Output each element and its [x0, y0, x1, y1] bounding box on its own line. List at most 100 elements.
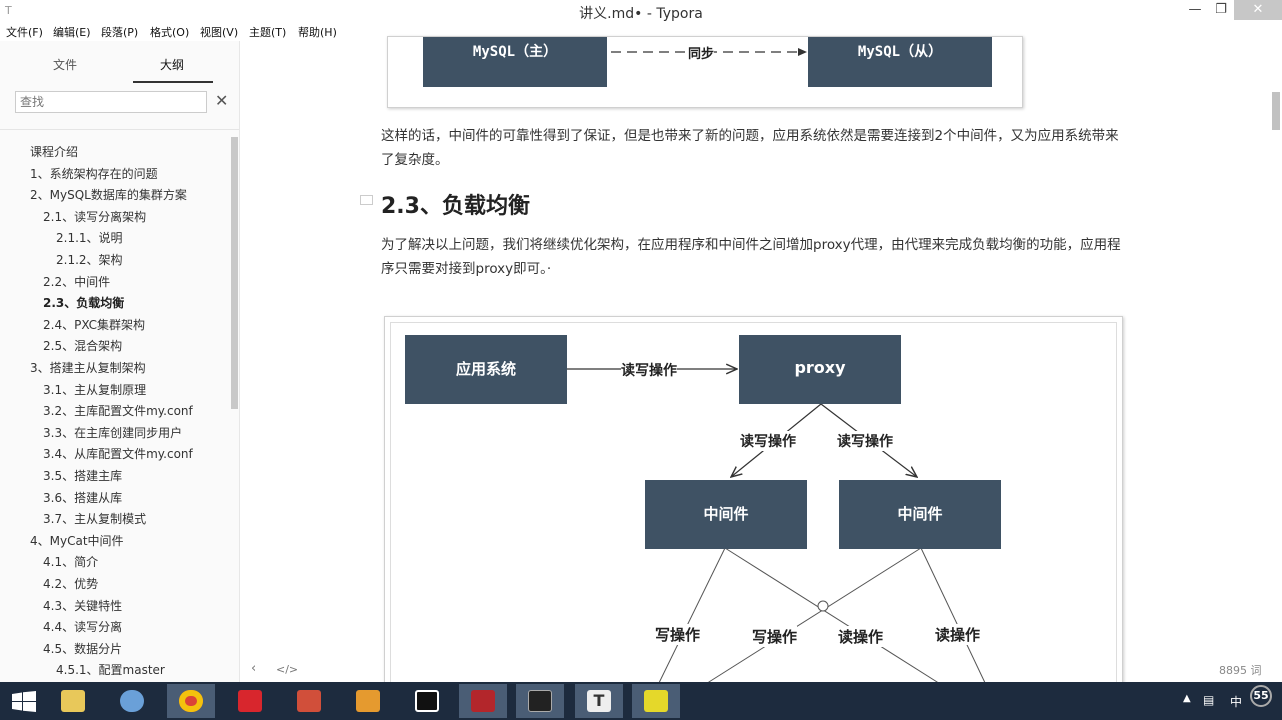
heading-load-balance: 2.3、负载均衡 — [381, 194, 530, 219]
typora-icon: T — [587, 690, 611, 712]
outline-item[interactable]: 1、系统架构存在的问题 — [30, 166, 158, 181]
outline-item[interactable]: 3.5、搭建主库 — [43, 469, 123, 483]
outline-item[interactable]: 2、MySQL数据库的集群方案 — [30, 188, 187, 203]
minimize-button[interactable]: — — [1188, 2, 1202, 17]
menu-file[interactable]: 文件(F) — [6, 26, 43, 39]
editor-scrollbar[interactable] — [1272, 92, 1280, 130]
windows-logo-icon — [12, 691, 36, 712]
label-write-2: 写操作 — [752, 626, 798, 647]
taskbar-xmind[interactable] — [226, 684, 274, 718]
label-read-write: 读写操作 — [621, 360, 677, 380]
document-icon — [356, 690, 380, 712]
outline-item[interactable]: 3.7、主从复制模式 — [43, 512, 147, 527]
paragraph-1: 这样的话，中间件的可靠性得到了保证，但是也带来了新的问题，应用系统依然是需要连接… — [381, 128, 1119, 168]
chrome-icon — [179, 690, 203, 712]
outline-item[interactable]: 2.5、混合架构 — [43, 339, 123, 354]
outline-item[interactable]: 2.1.2、架构 — [56, 253, 123, 267]
clock-badge[interactable]: 55 — [1250, 685, 1272, 707]
menu-paragraph[interactable]: 段落(P) — [101, 26, 139, 39]
active-tab-indicator — [133, 81, 213, 83]
taskbar-player[interactable] — [632, 684, 680, 718]
node-mysql-master: MySQL（主） — [423, 37, 607, 87]
taskbar-app-red[interactable] — [459, 684, 507, 718]
typora-app-icon[interactable]: T — [5, 4, 12, 17]
taskbar-wps[interactable] — [285, 684, 333, 718]
palette-icon — [120, 690, 144, 712]
taskbar-typora[interactable]: T — [575, 684, 623, 718]
outline-item[interactable]: 4、MyCat中间件 — [30, 533, 124, 548]
sidebar: 文件 大纲 ✕ 课程介绍 1、系统架构存在的问题 2、MySQL数据库的集群方案 2.… — [0, 41, 240, 682]
menu-format[interactable]: 格式(O) — [150, 26, 190, 39]
label-read-write-right: 读写操作 — [837, 431, 893, 451]
intellij-icon — [415, 690, 439, 712]
window-title: 讲义.md• - Typora — [579, 6, 703, 22]
sidebar-scrollbar[interactable] — [231, 137, 238, 409]
node-app-system: 应用系统 — [405, 335, 567, 404]
outline-item[interactable]: 4.4、读写分离 — [43, 620, 123, 635]
node-proxy: proxy — [739, 335, 901, 404]
node-mysql-slave: MySQL（从） — [808, 37, 992, 87]
outline-item[interactable]: 3.2、主库配置文件my.conf — [43, 404, 193, 419]
taskbar: T ▲ ▤ 中 55 — [0, 682, 1282, 720]
outline-item[interactable]: 4.5.1、配置master — [56, 663, 165, 678]
heading-marker-icon — [360, 195, 373, 205]
menu-bar: 文件(F) 编辑(E) 段落(P) 格式(O) 视图(V) 主题(T) 帮助(H… — [0, 22, 1282, 41]
outline-item[interactable]: 4.1、简介 — [43, 555, 99, 570]
outline-item[interactable]: 2.1.1、说明 — [56, 231, 123, 246]
label-sync: 同步 — [688, 43, 715, 62]
taskbar-editor[interactable] — [344, 684, 392, 718]
outline-item[interactable]: 3、搭建主从复制架构 — [30, 361, 146, 375]
menu-edit[interactable]: 编辑(E) — [53, 26, 91, 39]
outline-item[interactable]: 3.6、搭建从库 — [43, 490, 123, 505]
node-middleware-left: 中间件 — [645, 480, 807, 549]
sync-arrow — [611, 48, 807, 56]
taskbar-terminal[interactable] — [516, 684, 564, 718]
label-read-1: 读操作 — [838, 626, 884, 647]
node-middleware-right: 中间件 — [839, 480, 1001, 549]
taskbar-file-explorer[interactable] — [49, 684, 97, 718]
label-read-2: 读操作 — [935, 624, 981, 645]
label-read-write-left: 读写操作 — [740, 431, 796, 451]
source-code-toggle-icon[interactable]: </> — [276, 663, 299, 676]
paragraph-2: 为了解决以上问题，我们将继续优化架构，在应用程序和中间件之间增加proxy代理，… — [381, 237, 1121, 277]
taskbar-chrome[interactable] — [167, 684, 215, 718]
maximize-button[interactable]: ❐ — [1215, 2, 1227, 17]
chevron-up-icon[interactable]: ▲ — [1183, 693, 1191, 704]
outline-item[interactable]: 课程介绍 — [30, 145, 79, 159]
xmind-icon — [238, 690, 262, 712]
word-count[interactable]: 8895 词 — [1219, 664, 1262, 677]
outline-item[interactable]: 2.3、负载均衡 — [43, 296, 125, 311]
menu-help[interactable]: 帮助(H) — [298, 26, 337, 39]
player-icon — [644, 690, 668, 712]
menu-view[interactable]: 视图(V) — [200, 26, 239, 39]
outline-search-input[interactable] — [15, 91, 207, 113]
taskbar-intellij[interactable] — [403, 684, 451, 718]
divider — [0, 129, 239, 130]
outline-item[interactable]: 3.3、在主库创建同步用户 — [43, 425, 183, 440]
outline-item[interactable]: 3.1、主从复制原理 — [43, 382, 147, 397]
tab-outline[interactable]: 大纲 — [160, 58, 185, 72]
ime-indicator[interactable]: 中 — [1230, 695, 1243, 709]
title-bar: T 讲义.md• - Typora — ❐ ✕ — [0, 0, 1282, 22]
outline-item[interactable]: 4.3、关键特性 — [43, 598, 123, 613]
taskbar-paint[interactable] — [108, 684, 156, 718]
network-icon[interactable]: ▤ — [1203, 693, 1215, 707]
outline-item[interactable]: 2.2、中间件 — [43, 274, 111, 289]
diagram-replication: MySQL（主） MySQL（从） 同步 — [387, 36, 1023, 108]
start-button[interactable] — [0, 684, 48, 718]
status-bar: ‹ </> 8895 词 — [241, 658, 1282, 682]
outline-item[interactable]: 4.5、数据分片 — [43, 641, 123, 656]
outline-item[interactable]: 3.4、从库配置文件my.conf — [43, 447, 193, 462]
outline-item[interactable]: 4.2、优势 — [43, 577, 99, 591]
menu-theme[interactable]: 主题(T) — [249, 26, 287, 39]
chevron-left-icon[interactable]: ‹ — [251, 661, 257, 676]
outline-item[interactable]: 2.4、PXC集群架构 — [43, 317, 146, 332]
tab-files[interactable]: 文件 — [53, 58, 78, 72]
wps-icon — [297, 690, 321, 712]
label-write-1: 写操作 — [655, 624, 701, 645]
outline-item[interactable]: 2.1、读写分离架构 — [43, 209, 147, 224]
book-icon — [471, 690, 495, 712]
close-icon[interactable]: ✕ — [215, 91, 229, 110]
close-button[interactable]: ✕ — [1234, 0, 1282, 20]
diagram-proxy-architecture: 应用系统 proxy 中间件 中间件 读写操作 读写操作 读写操作 写操作 写操… — [384, 316, 1123, 696]
